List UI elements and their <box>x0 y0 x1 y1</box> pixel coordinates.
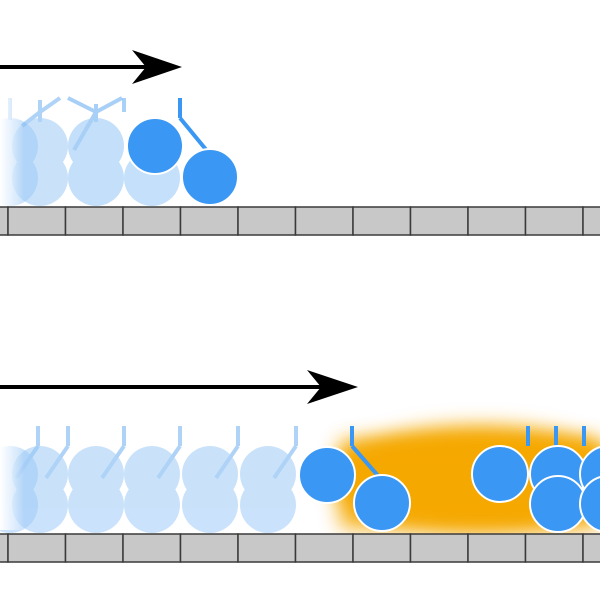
motor-neck <box>178 98 210 154</box>
active-motor-bottom <box>298 426 411 532</box>
fade-overlay-left <box>0 420 24 530</box>
tubulin-segment <box>524 206 584 236</box>
ghost-motor <box>12 96 68 206</box>
tubulin-segment <box>467 206 527 236</box>
ghost-motor <box>68 426 126 533</box>
tubulin-segment <box>179 533 239 563</box>
tubulin-segment <box>294 206 354 236</box>
motor-neck <box>350 426 382 480</box>
ghost-motor <box>124 426 182 533</box>
downstream-motor-head <box>529 475 587 533</box>
downstream-motor-head <box>471 445 529 503</box>
microtubule-track-bottom <box>0 533 600 563</box>
fade-overlay-left <box>0 90 24 208</box>
tubulin-segment <box>294 533 354 563</box>
tubulin-segment <box>122 206 182 236</box>
downstream-motors <box>471 426 600 533</box>
tubulin-segment <box>64 206 124 236</box>
motor-head-front <box>126 117 184 175</box>
tubulin-segment <box>582 206 600 236</box>
downstream-motor-head <box>579 476 600 532</box>
tubulin-segment <box>352 533 412 563</box>
right-arrow-icon <box>307 370 358 404</box>
ghost-motor <box>67 96 124 206</box>
ghost-motor <box>182 426 240 533</box>
tubulin-segment <box>409 533 469 563</box>
right-arrow-icon <box>132 50 182 84</box>
top-panel <box>0 50 600 236</box>
tubulin-segment <box>122 533 182 563</box>
ghost-motor <box>240 426 298 533</box>
bottom-panel <box>0 370 600 563</box>
tubulin-segment <box>0 533 9 563</box>
tubulin-segment <box>352 206 412 236</box>
ghost-motor <box>12 426 70 533</box>
tubulin-segment <box>64 533 124 563</box>
tubulin-segment <box>582 533 600 563</box>
tubulin-segment <box>179 206 239 236</box>
ghost-steps-bottom <box>0 426 298 533</box>
direction-arrow-top <box>0 50 182 84</box>
active-motor-top <box>126 98 239 206</box>
tubulin-segment <box>237 533 297 563</box>
direction-arrow-bottom <box>0 370 358 404</box>
motor-head-front <box>298 446 356 504</box>
tubulin-segment <box>409 206 469 236</box>
microtubule-track-top <box>0 206 600 236</box>
tubulin-segment <box>0 206 9 236</box>
motor-head-rear <box>181 148 239 206</box>
tubulin-segment <box>467 533 527 563</box>
tubulin-segment <box>7 206 67 236</box>
motor-head-rear <box>353 474 411 532</box>
tubulin-segment <box>237 206 297 236</box>
tubulin-segment <box>7 533 67 563</box>
tubulin-segment <box>524 533 584 563</box>
